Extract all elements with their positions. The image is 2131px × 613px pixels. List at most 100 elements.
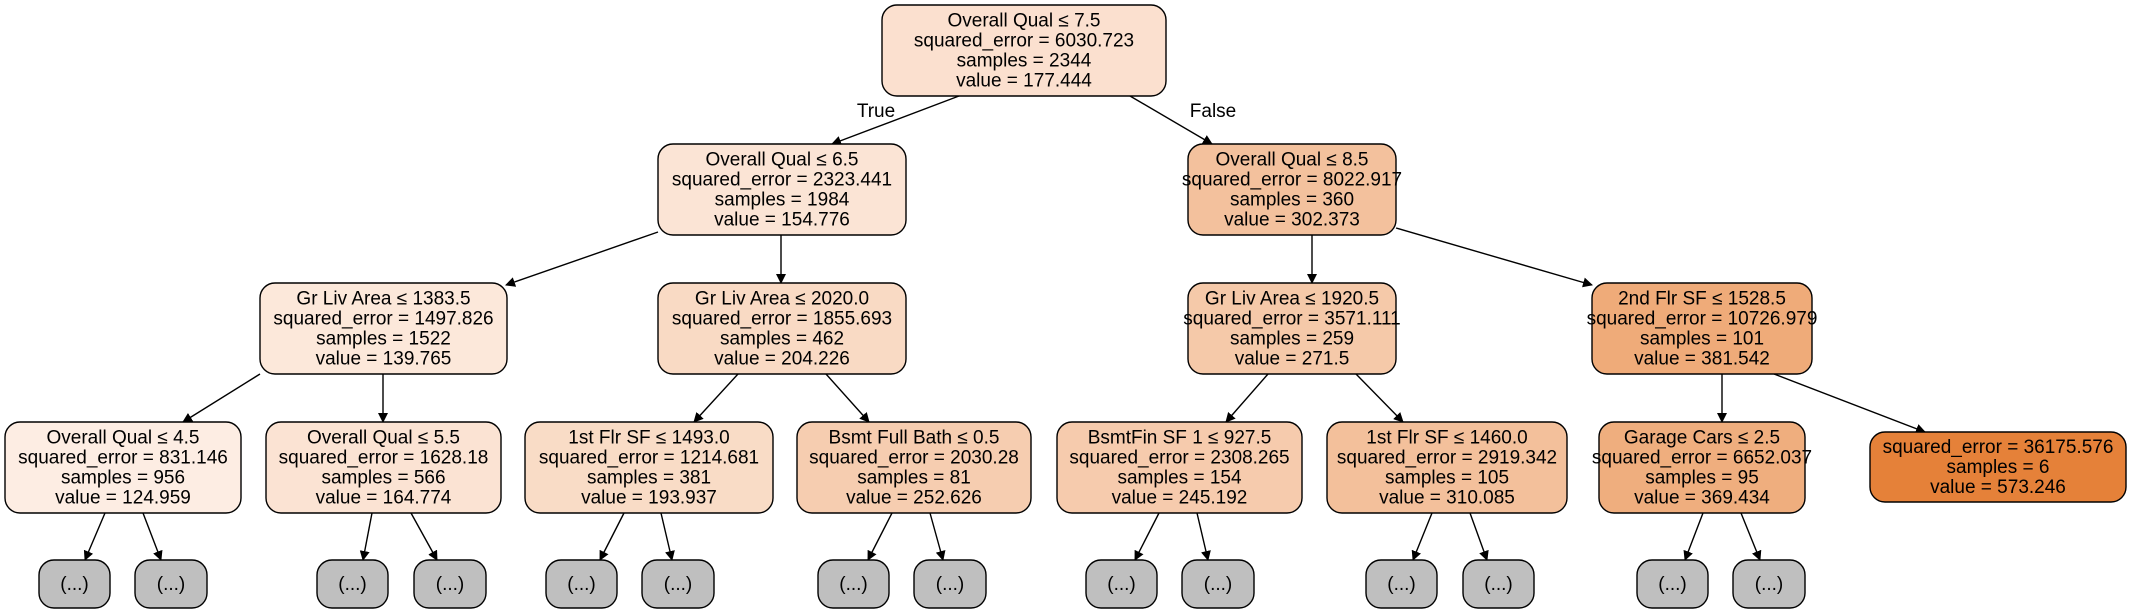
node-text-line: squared_error = 1628.18 [279,448,489,469]
node-box [524,421,774,514]
truncated-leaf-node: (...) [413,559,487,609]
edge-arrow [825,373,870,423]
edge-arrow [831,95,960,146]
edge-label-false: False [1190,101,1236,122]
node-text-line: squared_error = 3571.111 [1183,309,1400,330]
node-text-line: samples = 381 [587,468,711,489]
node-text-line: 1st Flr SF ≤ 1493.0 [568,428,729,449]
edge-arrow [505,231,659,287]
node-text-line: 1st Flr SF ≤ 1460.0 [1366,428,1527,449]
node-box [913,559,987,609]
truncated-leaf-node: (...) [316,559,389,609]
node-text-line: squared_error = 36175.576 [1883,437,2114,458]
truncated-leaf-node: (...) [134,559,208,609]
node-text-line: value = 369.434 [1634,488,1770,509]
node-box [1462,559,1535,609]
edge-arrow [1196,512,1211,561]
node-text-line: samples = 81 [857,468,971,489]
truncated-leaf-node: (...) [1636,559,1709,609]
leaf-ellipsis-label: (...) [1204,574,1233,595]
node-text-line: samples = 95 [1645,468,1759,489]
edge-arrow [410,512,438,561]
node-box [1326,421,1568,514]
node-text-line: Garage Cars ≤ 2.5 [1624,428,1780,449]
edge-arrow [1355,373,1404,423]
node-text-line: samples = 2344 [957,51,1092,72]
edge-arrow [867,512,893,561]
node-text-line: BsmtFin SF 1 ≤ 927.5 [1088,428,1272,449]
node-text-line: samples = 259 [1230,329,1354,350]
node-text-line: value = 204.226 [714,349,850,370]
node-box [1181,559,1255,609]
truncated-leaf-node: (...) [1462,559,1535,609]
node-text-line: Overall Qual ≤ 6.5 [706,150,859,171]
edge-arrow [1225,373,1269,423]
node-text-line: samples = 1984 [715,190,850,211]
node-box [1085,559,1158,609]
node-text-line: squared_error = 1214.681 [539,448,759,469]
node-text-line: value = 164.774 [316,488,452,509]
node-box [1365,559,1438,609]
node-text-line: Overall Qual ≤ 4.5 [47,428,200,449]
node-box [1598,421,1806,514]
node-text-line: squared_error = 2919.342 [1337,448,1557,469]
node-box [1187,143,1397,236]
truncated-leaf-node: (...) [545,559,618,609]
edge-arrow [83,512,106,561]
leaf-ellipsis-label: (...) [567,574,596,595]
node-box [796,421,1032,514]
leaf-ellipsis-label: (...) [936,574,965,595]
node-box [316,559,389,609]
edge-arrow [1740,512,1762,561]
node-text-line: squared_error = 831.146 [18,448,228,469]
node-text-line: Overall Qual ≤ 7.5 [948,11,1101,32]
leaf-ellipsis-label: (...) [436,574,465,595]
node-box [657,282,907,375]
node-box [259,282,508,375]
node-text-line: samples = 105 [1385,468,1509,489]
truncated-leaf-node: (...) [1732,559,1806,609]
node-text-line: squared_error = 2323.441 [672,170,892,191]
truncated-leaf-node: (...) [38,559,111,609]
node-box [1056,421,1303,514]
edge-arrow [142,512,163,561]
edge-arrow [1134,512,1160,561]
node-text-line: samples = 462 [720,329,844,350]
node-text-line: Gr Liv Area ≤ 1383.5 [296,289,470,310]
edge-label-true: True [857,101,895,122]
node-box [817,559,890,609]
leaf-ellipsis-label: (...) [1107,574,1136,595]
leaf-ellipsis-label: (...) [1484,574,1513,595]
edge-arrow [359,512,373,561]
node-box [1187,282,1397,375]
node-box [265,421,502,514]
node-box [1732,559,1806,609]
node-text-line: value = 271.5 [1235,349,1350,370]
edge-arrow [182,373,261,423]
node-text-line: Gr Liv Area ≤ 2020.0 [695,289,869,310]
truncated-leaf-node: (...) [1181,559,1255,609]
leaf-ellipsis-label: (...) [157,574,186,595]
leaf-ellipsis-label: (...) [839,574,868,595]
edge-arrow [693,373,739,423]
truncated-leaf-node: (...) [817,559,890,609]
node-text-line: value = 573.246 [1930,477,2066,498]
node-text-line: value = 193.937 [581,488,717,509]
truncated-leaf-node: (...) [1085,559,1158,609]
node-text-line: Bsmt Full Bath ≤ 0.5 [829,428,1000,449]
node-box [641,559,715,609]
node-text-line: samples = 6 [1947,457,2050,478]
